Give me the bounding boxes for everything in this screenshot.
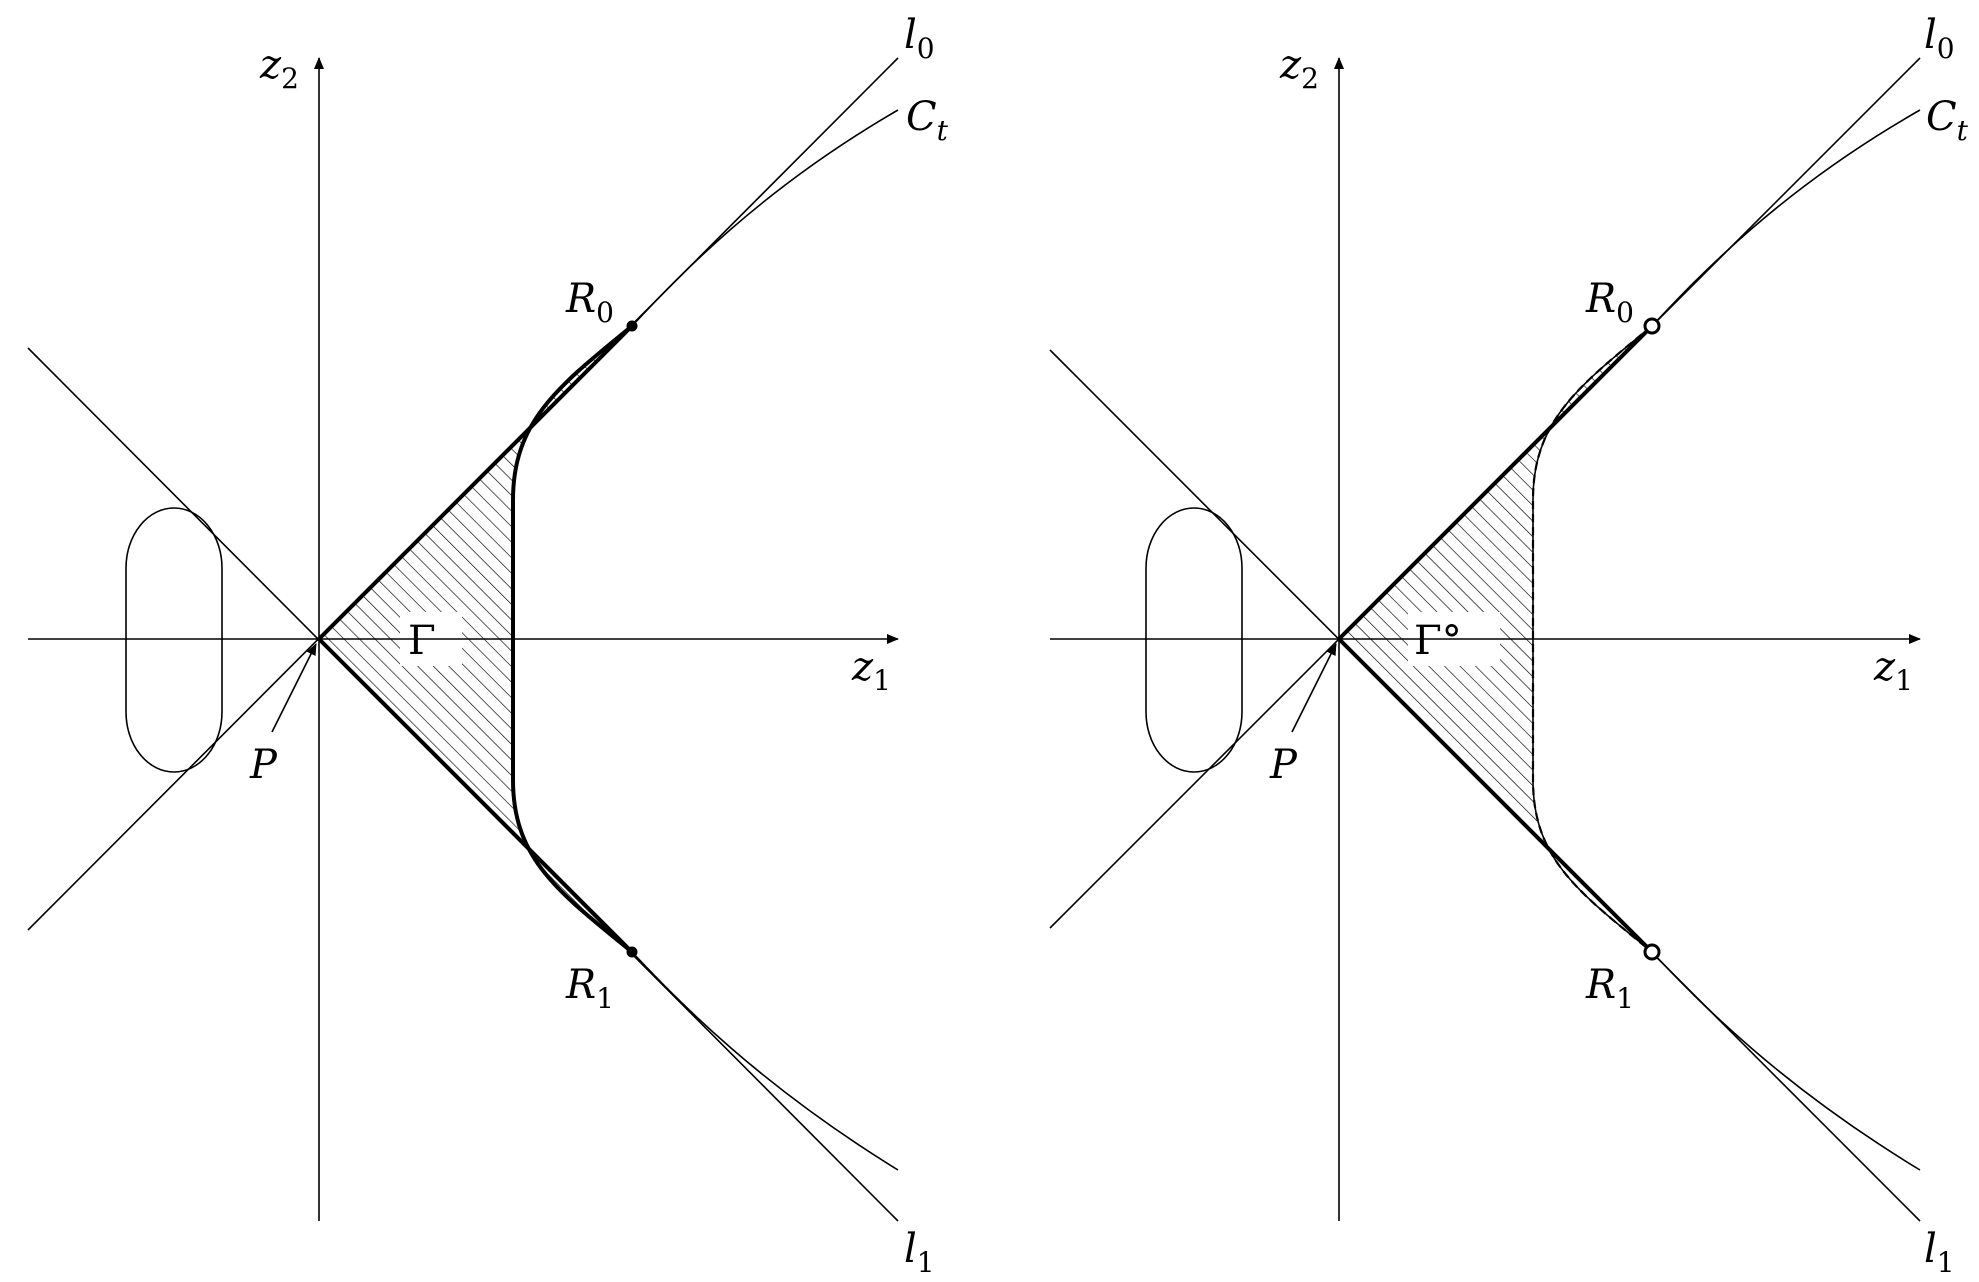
p-label-right: P (1269, 742, 1298, 788)
r1-l1-segment-right (1337, 637, 1654, 954)
r1-label-right: R1 (1585, 962, 1634, 1015)
l1-label-right: l1 (1924, 1226, 1955, 1279)
z2-label-right: z2 (1279, 42, 1319, 95)
z1-label-right: z1 (1873, 644, 1913, 697)
z2-label: z2 (259, 42, 299, 95)
point-r1 (626, 946, 638, 958)
ct-label-right: Ct (1926, 94, 1969, 147)
oval (125, 507, 223, 773)
point-r1-open (1643, 943, 1661, 961)
ct-curve-right (1532, 109, 1921, 1171)
r0-label-right: R0 (1585, 276, 1634, 329)
r1-l1-segment (317, 637, 634, 954)
p-pointer (271, 643, 317, 733)
gamma-interior-dashed-boundary (1531, 325, 1653, 953)
point-r0 (626, 320, 638, 332)
panel-left: z2 z1 l0 Ct R0 R1 l1 P Γ (27, 12, 949, 1279)
p-label: P (249, 742, 278, 788)
l1-label: l1 (904, 1226, 935, 1279)
r0-l0-segment-right (1337, 324, 1654, 641)
gamma-interior-label: Γ° (1414, 618, 1462, 664)
ct-curve (512, 109, 899, 1171)
r0-l0-segment (317, 324, 634, 641)
gamma-curve-boundary (511, 324, 634, 954)
r1-label: R1 (565, 962, 614, 1015)
z1-label: z1 (851, 644, 891, 697)
oval-right (1145, 507, 1243, 773)
panel-right: z2 z1 l0 Ct R0 R1 l1 P Γ° (1049, 12, 1969, 1279)
point-r0-open (1643, 317, 1661, 335)
ct-label: Ct (906, 94, 949, 147)
r0-label: R0 (565, 276, 614, 329)
p-pointer-right (1291, 643, 1337, 733)
l0-label-right: l0 (1924, 12, 1955, 65)
gamma-label: Γ (408, 618, 436, 664)
l0-label: l0 (904, 12, 935, 65)
